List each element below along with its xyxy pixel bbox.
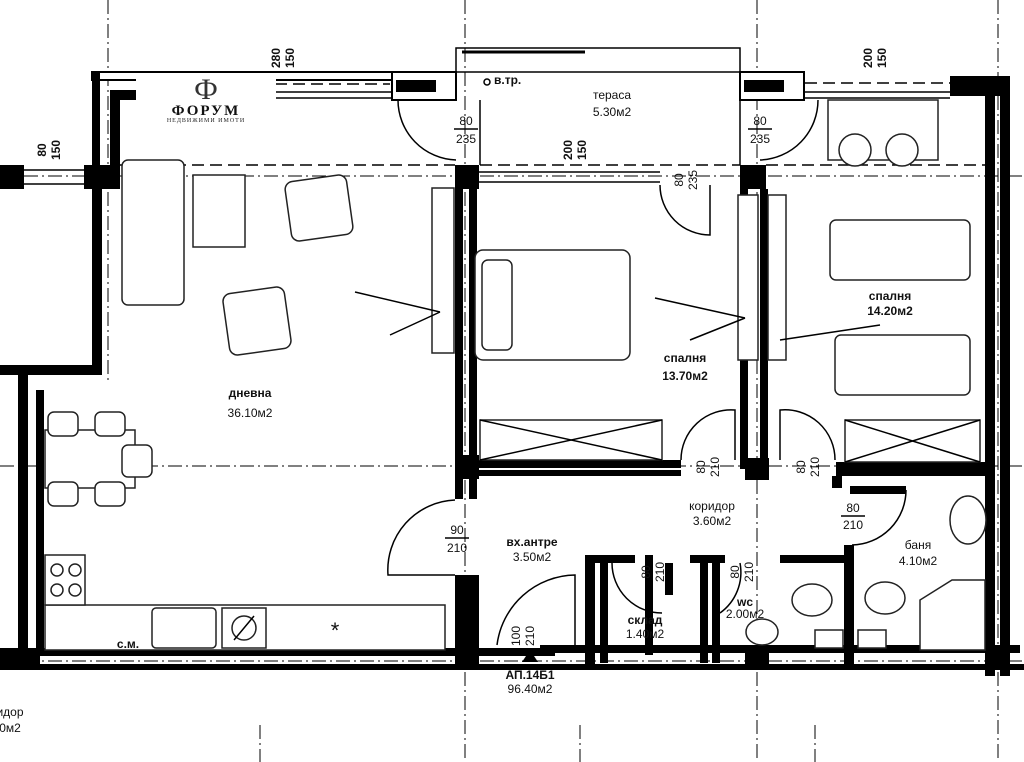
forum-logo: Ф ФОРУМ НЕДВИЖИМИ ИМОТИ: [136, 73, 276, 128]
svg-text:80: 80: [846, 501, 860, 515]
svg-text:80: 80: [459, 114, 473, 128]
logo-name: ФОРУМ: [171, 103, 241, 119]
wc-area: 2.00м2: [726, 607, 765, 621]
bedroom1-area: 13.70м2: [662, 369, 708, 383]
storage-area: 1.40м2: [626, 627, 665, 641]
terrace-name: тераса: [593, 88, 631, 102]
wc-name: wc: [736, 595, 753, 609]
armchair: [222, 286, 292, 356]
corridor-name: коридор: [689, 499, 735, 513]
bedroom1-name: спалня: [664, 351, 706, 365]
storage-name: склад: [628, 613, 663, 627]
vent-label: в.тр.: [494, 73, 521, 87]
bathroom-area: 4.10м2: [899, 554, 938, 568]
svg-text:80: 80: [728, 565, 742, 579]
svg-text:200: 200: [861, 48, 875, 68]
furniture: *: [44, 99, 987, 651]
svg-text:235: 235: [456, 132, 476, 146]
svg-text:210: 210: [843, 518, 863, 532]
entrance-marker-icon: [522, 650, 538, 662]
svg-text:80: 80: [672, 173, 686, 187]
svg-text:200: 200: [561, 140, 575, 160]
room-labels: тераса 5.30м2 дневна 36.10м2 спалня 13.7…: [0, 73, 937, 735]
svg-text:80: 80: [694, 460, 708, 474]
svg-text:280: 280: [269, 48, 283, 68]
bed: [474, 249, 631, 361]
entrance-name: вх.антре: [506, 535, 558, 549]
bedroom2-area: 14.20м2: [867, 304, 913, 318]
living-area: 36.10м2: [228, 406, 273, 420]
svg-text:80: 80: [753, 114, 767, 128]
logo-subtitle: НЕДВИЖИМИ ИМОТИ: [166, 118, 246, 124]
bathroom-name: баня: [905, 538, 931, 552]
door-swings: [387, 99, 907, 646]
svg-text:*: *: [331, 618, 340, 643]
entrance-area: 3.50м2: [513, 550, 552, 564]
logo-glyph: Ф: [194, 73, 218, 106]
bedroom2-name: спалня: [869, 289, 911, 303]
svg-text:210: 210: [708, 457, 722, 477]
corridor-area: 3.60м2: [693, 514, 732, 528]
armchair: [284, 174, 354, 242]
svg-text:80: 80: [639, 565, 653, 579]
svg-text:210: 210: [808, 457, 822, 477]
svg-text:150: 150: [575, 140, 589, 160]
svg-text:100: 100: [509, 626, 523, 646]
svg-text:80: 80: [794, 460, 808, 474]
left-corridor-name: идор: [0, 705, 24, 719]
terrace-area: 5.30м2: [593, 105, 632, 119]
svg-text:150: 150: [49, 140, 63, 160]
svg-text:90: 90: [450, 523, 464, 537]
svg-text:150: 150: [875, 48, 889, 68]
left-corridor-area: 0м2: [0, 721, 21, 735]
svg-text:235: 235: [686, 170, 700, 190]
dining-table: [44, 429, 136, 489]
washing-machine-label: с.м.: [117, 637, 139, 651]
svg-text:150: 150: [283, 48, 297, 68]
apartment-name: АП.14Б1: [505, 668, 554, 682]
svg-text:210: 210: [523, 626, 537, 646]
svg-text:235: 235: [750, 132, 770, 146]
living-name: дневна: [229, 386, 272, 400]
svg-text:210: 210: [447, 541, 467, 555]
svg-text:210: 210: [653, 562, 667, 582]
coffee-table: [192, 174, 246, 248]
sofa: [121, 159, 185, 306]
svg-text:210: 210: [742, 562, 756, 582]
svg-text:80: 80: [35, 143, 49, 157]
apartment-area: 96.40м2: [508, 682, 553, 696]
